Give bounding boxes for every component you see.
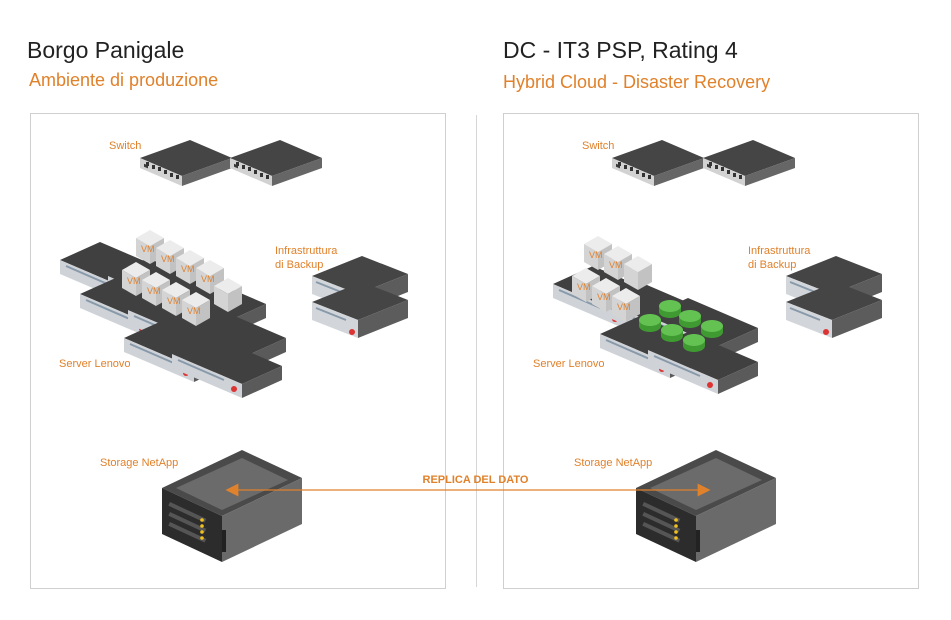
right-storage-label: Storage NetApp — [574, 457, 653, 469]
left-vm-labels: VM VM VM VM VM VM VM VM — [127, 244, 215, 316]
left-switch-label: Switch — [109, 140, 142, 152]
site-divider — [476, 115, 477, 587]
replication-label: REPLICA DEL DATO — [422, 474, 529, 486]
right-site-subtitle: Hybrid Cloud - Disaster Recovery — [503, 72, 771, 92]
vm-label: VM — [589, 250, 603, 260]
right-switch-group — [612, 140, 795, 186]
left-storage-netapp — [162, 450, 302, 562]
vm-label: VM — [141, 244, 155, 254]
left-switch-group — [140, 140, 322, 186]
vm-label: VM — [201, 274, 215, 284]
left-storage-label: Storage NetApp — [100, 457, 179, 469]
left-backup-label: Infrastruttura di Backup — [275, 245, 338, 271]
right-server-label: Server Lenovo — [533, 358, 605, 370]
left-site-title: Borgo Panigale — [27, 37, 185, 63]
vm-label: VM — [597, 292, 611, 302]
right-backup-label: Infrastruttura di Backup — [748, 245, 811, 271]
vm-label: VM — [187, 306, 201, 316]
vm-label: VM — [181, 264, 195, 274]
right-storage-netapp — [636, 450, 776, 562]
left-site-subtitle: Ambiente di produzione — [29, 70, 219, 90]
vm-label: VM — [147, 286, 161, 296]
left-server-label: Server Lenovo — [59, 358, 131, 370]
vm-label: VM — [617, 302, 631, 312]
right-switch-label: Switch — [582, 140, 615, 152]
vm-label: VM — [577, 282, 591, 292]
vm-label: VM — [127, 276, 141, 286]
right-vm-labels: VM VM VM VM VM — [577, 250, 631, 312]
right-site-title: DC - IT3 PSP, Rating 4 — [503, 37, 738, 63]
vm-label: VM — [161, 254, 175, 264]
vm-label: VM — [609, 260, 623, 270]
vm-label: VM — [167, 296, 181, 306]
